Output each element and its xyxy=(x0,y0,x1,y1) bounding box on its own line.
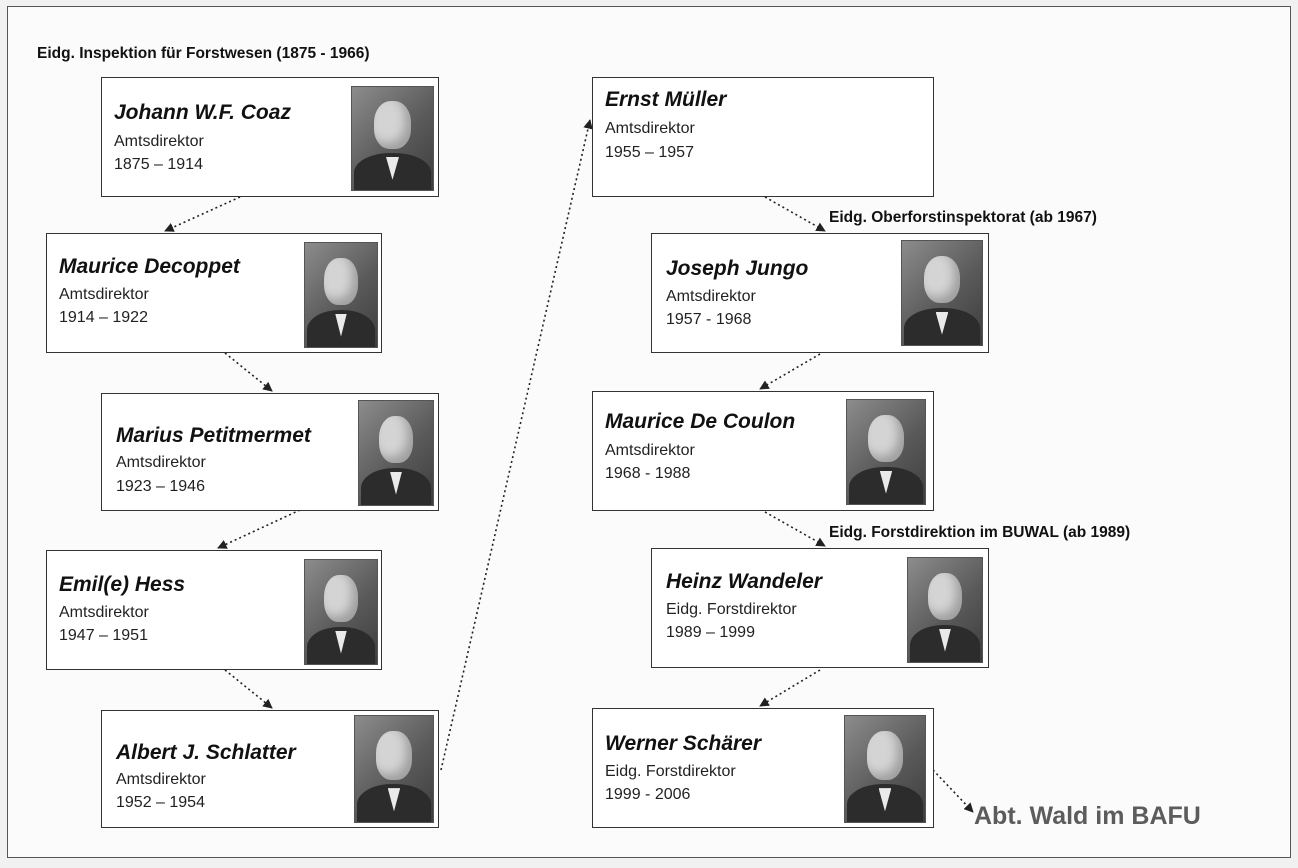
portrait-photo xyxy=(907,557,983,663)
portrait-photo xyxy=(358,400,434,506)
director-card-coaz: Johann W.F. Coaz Amtsdirektor 1875 – 191… xyxy=(101,77,439,197)
arrow-decoulon-wandeler xyxy=(764,511,826,547)
director-name: Albert J. Schlatter xyxy=(116,741,296,764)
director-years: 1999 - 2006 xyxy=(605,786,691,803)
director-role: Amtsdirektor xyxy=(59,286,149,303)
director-role: Amtsdirektor xyxy=(59,604,149,621)
successor-label: Abt. Wald im BAFU xyxy=(974,802,1201,830)
director-card-schaerer: Werner Schärer Eidg. Forstdirektor 1999 … xyxy=(592,708,934,828)
arrow-schlatter-mueller xyxy=(440,119,593,771)
director-years: 1914 – 1922 xyxy=(59,309,148,326)
director-card-hess: Emil(e) Hess Amtsdirektor 1947 – 1951 xyxy=(46,550,382,670)
arrow-decoppet-petitmermet xyxy=(224,352,273,392)
arrow-hess-schlatter xyxy=(224,669,273,709)
director-name: Marius Petitmermet xyxy=(116,424,311,447)
director-name: Maurice De Coulon xyxy=(605,410,796,433)
director-years: 1957 - 1968 xyxy=(666,311,752,328)
director-name: Johann W.F. Coaz xyxy=(114,101,291,124)
arrow-mueller-jungo xyxy=(764,196,826,232)
director-role: Amtsdirektor xyxy=(114,133,204,150)
arrow-schaerer-bafu xyxy=(932,769,974,813)
arrow-petitmermet-hess xyxy=(217,509,301,549)
director-years: 1952 – 1954 xyxy=(116,794,205,811)
portrait-photo xyxy=(351,86,434,191)
header-inspektion: Eidg. Inspektion für Forstwesen (1875 - … xyxy=(37,45,370,62)
portrait-photo xyxy=(844,715,926,823)
director-name: Emil(e) Hess xyxy=(59,573,186,596)
director-name: Ernst Müller xyxy=(605,88,727,111)
portrait-photo xyxy=(901,240,983,346)
director-role: Amtsdirektor xyxy=(666,288,756,305)
director-role: Amtsdirektor xyxy=(116,771,206,788)
director-role: Amtsdirektor xyxy=(605,120,695,137)
director-card-decoulon: Maurice De Coulon Amtsdirektor 1968 - 19… xyxy=(592,391,934,511)
director-years: 1968 - 1988 xyxy=(605,465,691,482)
director-card-wandeler: Heinz Wandeler Eidg. Forstdirektor 1989 … xyxy=(651,548,989,668)
director-years: 1947 – 1951 xyxy=(59,627,148,644)
director-card-decoppet: Maurice Decoppet Amtsdirektor 1914 – 192… xyxy=(46,233,382,353)
director-name: Heinz Wandeler xyxy=(666,570,822,593)
director-name: Werner Schärer xyxy=(605,732,762,755)
director-years: 1923 – 1946 xyxy=(116,478,205,495)
portrait-photo xyxy=(304,242,378,348)
director-card-mueller: Ernst Müller Amtsdirektor 1955 – 1957 xyxy=(592,77,934,197)
portrait-photo xyxy=(846,399,926,505)
director-role: Amtsdirektor xyxy=(605,442,695,459)
header-oberforstinspektorat: Eidg. Oberforstinspektorat (ab 1967) xyxy=(829,209,1097,226)
portrait-photo xyxy=(304,559,378,665)
director-card-petitmermet: Marius Petitmermet Amtsdirektor 1923 – 1… xyxy=(101,393,439,511)
director-role: Amtsdirektor xyxy=(116,454,206,471)
director-name: Maurice Decoppet xyxy=(59,255,240,278)
director-years: 1875 – 1914 xyxy=(114,156,203,173)
arrow-jungo-decoulon xyxy=(759,353,821,390)
director-role: Eidg. Forstdirektor xyxy=(666,601,797,618)
director-years: 1989 – 1999 xyxy=(666,624,755,641)
director-card-jungo: Joseph Jungo Amtsdirektor 1957 - 1968 xyxy=(651,233,989,353)
portrait-photo xyxy=(354,715,434,823)
director-role: Eidg. Forstdirektor xyxy=(605,763,736,780)
arrow-coaz-decoppet xyxy=(164,196,241,232)
arrow-wandeler-schaerer xyxy=(759,669,821,707)
director-card-schlatter: Albert J. Schlatter Amtsdirektor 1952 – … xyxy=(101,710,439,828)
director-name: Joseph Jungo xyxy=(666,257,809,280)
header-forstdirektion: Eidg. Forstdirektion im BUWAL (ab 1989) xyxy=(829,524,1131,541)
director-years: 1955 – 1957 xyxy=(605,144,694,161)
